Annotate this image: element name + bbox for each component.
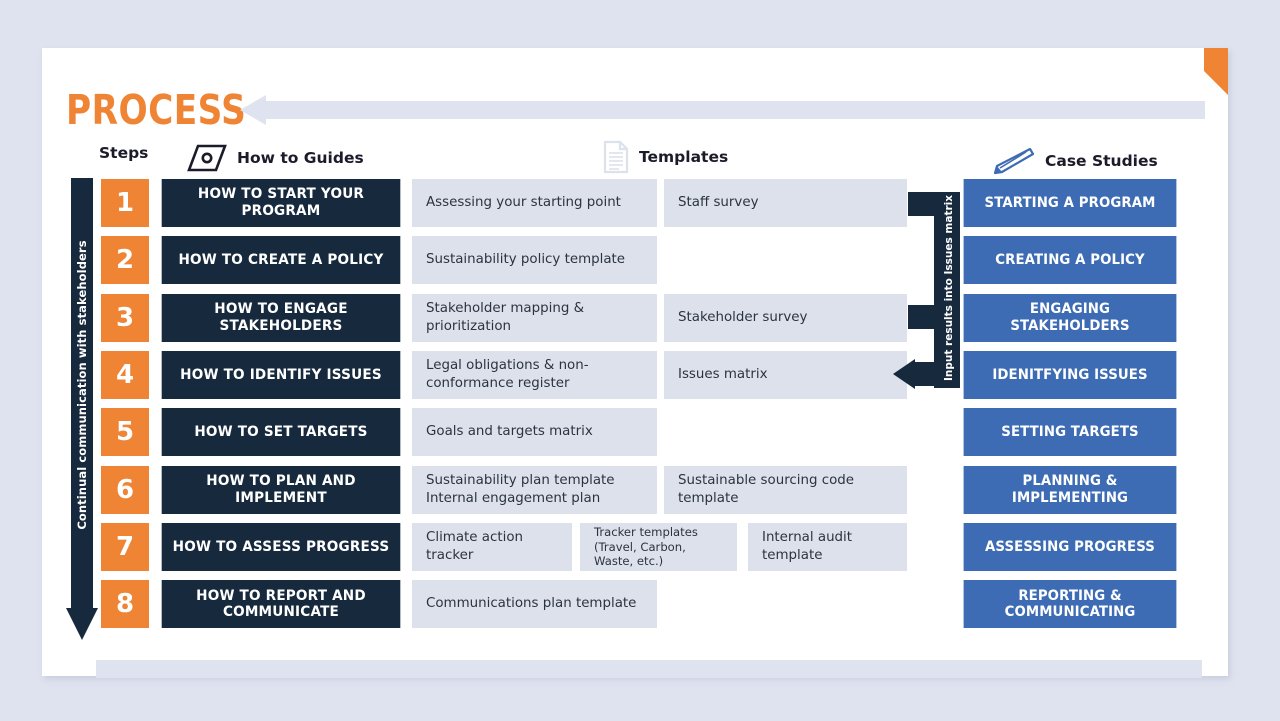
left-arrow-head-icon: [66, 608, 98, 640]
bracket-arrow-shaft: [912, 362, 936, 386]
bracket-spine: [934, 192, 960, 388]
template-cell[interactable]: Legal obligations & non-conformance regi…: [412, 350, 657, 399]
template-cell[interactable]: Assessing your starting point: [412, 179, 657, 227]
bracket-stub-mid: [908, 305, 936, 329]
template-cell[interactable]: Staff survey: [664, 179, 907, 227]
page-title: PROCESS: [66, 86, 247, 134]
how-to-guide-button[interactable]: HOW TO ENGAGE STAKEHOLDERS: [161, 293, 401, 342]
bracket-arrow-head-icon: [893, 359, 915, 389]
template-cell[interactable]: Goals and targets matrix: [412, 408, 657, 457]
column-header-cases-label: Case Studies: [1045, 152, 1158, 170]
template-cell[interactable]: Climate action tracker: [412, 522, 572, 571]
how-to-guide-button[interactable]: HOW TO ASSESS PROGRESS: [161, 522, 401, 571]
document-icon: [602, 140, 630, 174]
template-cell[interactable]: Internal audit template: [748, 522, 907, 571]
step-number-badge: 3: [101, 293, 149, 342]
case-study-button[interactable]: CREATING A POLICY: [963, 236, 1177, 285]
template-cell[interactable]: Stakeholder mapping & prioritization: [412, 293, 657, 342]
template-cell[interactable]: Sustainability policy template: [412, 236, 657, 285]
top-arrow-shaft: [265, 101, 1205, 119]
top-arrow-head-icon: [240, 95, 266, 125]
template-cell[interactable]: Stakeholder survey: [664, 293, 907, 342]
bracket-stub-top: [908, 192, 936, 216]
column-header-steps: Steps: [99, 144, 148, 162]
case-study-button[interactable]: SETTING TARGETS: [963, 408, 1177, 457]
template-cell[interactable]: Communications plan template: [412, 580, 657, 629]
template-cell[interactable]: Sustainability plan template Internal en…: [412, 465, 657, 514]
case-study-button[interactable]: IDENITFYING ISSUES: [963, 350, 1177, 399]
case-study-button[interactable]: STARTING A PROGRAM: [963, 179, 1177, 227]
how-to-guide-button[interactable]: HOW TO START YOUR PROGRAM: [161, 179, 401, 227]
template-cell[interactable]: Sustainable sourcing code template: [664, 465, 907, 514]
template-cell[interactable]: Issues matrix: [664, 350, 907, 399]
continual-communication-label: Continual communication with stakeholder…: [75, 240, 89, 530]
column-header-guides-label: How to Guides: [237, 149, 364, 167]
step-number-badge: 6: [101, 465, 149, 514]
how-to-guide-button[interactable]: HOW TO SET TARGETS: [161, 408, 401, 457]
step-number-badge: 8: [101, 580, 149, 629]
how-to-guide-button[interactable]: HOW TO IDENTIFY ISSUES: [161, 350, 401, 399]
column-header-guides: How to Guides: [186, 143, 364, 173]
tag-icon: [186, 143, 228, 173]
step-number-badge: 7: [101, 522, 149, 571]
continual-communication-arrow: Continual communication with stakeholder…: [71, 178, 93, 610]
case-study-button[interactable]: PLANNING & IMPLEMENTING: [963, 465, 1177, 514]
case-study-button[interactable]: ENGAGING STAKEHOLDERS: [963, 293, 1177, 342]
top-flow-arrow: [240, 95, 1205, 125]
how-to-guide-button[interactable]: HOW TO CREATE A POLICY: [161, 236, 401, 285]
case-study-button[interactable]: ASSESSING PROGRESS: [963, 522, 1177, 571]
column-header-steps-label: Steps: [99, 144, 149, 162]
step-number-badge: 1: [101, 179, 149, 227]
case-study-button[interactable]: REPORTING & COMMUNICATING: [963, 580, 1177, 629]
step-number-badge: 5: [101, 408, 149, 457]
step-number-badge: 4: [101, 350, 149, 399]
step-number-badge: 2: [101, 236, 149, 285]
column-header-templates-label: Templates: [639, 148, 729, 166]
template-cell[interactable]: Tracker templates (Travel, Carbon, Waste…: [580, 522, 737, 571]
how-to-guide-button[interactable]: HOW TO REPORT AND COMMUNICATE: [161, 580, 401, 629]
how-to-guide-button[interactable]: HOW TO PLAN AND IMPLEMENT: [161, 465, 401, 514]
pencil-icon: [990, 146, 1036, 176]
column-header-templates: Templates: [602, 140, 728, 174]
issues-matrix-bracket-label: Input results into Issues matrix: [943, 194, 955, 382]
column-header-cases: Case Studies: [990, 146, 1158, 176]
